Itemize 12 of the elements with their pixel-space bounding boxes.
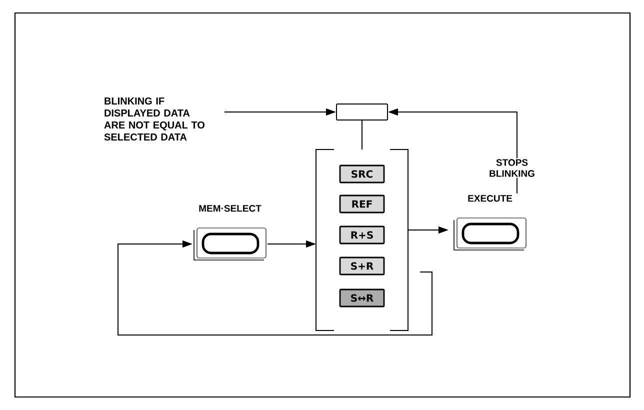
key-label: S+R — [339, 256, 385, 276]
display-window — [336, 104, 388, 120]
bracket-panel — [316, 149, 408, 331]
key-label: SRC — [339, 164, 385, 184]
note-text: BLINKING IF DISPLAYED DATA ARE NOT EQUAL TO SELECTED DATA — [104, 97, 204, 141]
key-label: S↔R — [339, 288, 385, 308]
arrow — [118, 240, 432, 336]
key-label: REF — [339, 194, 385, 214]
button-label: EXECUTE — [468, 195, 512, 202]
button-label: MEM·SELECT — [199, 205, 262, 212]
key-label: R+S — [339, 226, 385, 244]
edge-label: STOPS BLINKING — [480, 158, 544, 178]
